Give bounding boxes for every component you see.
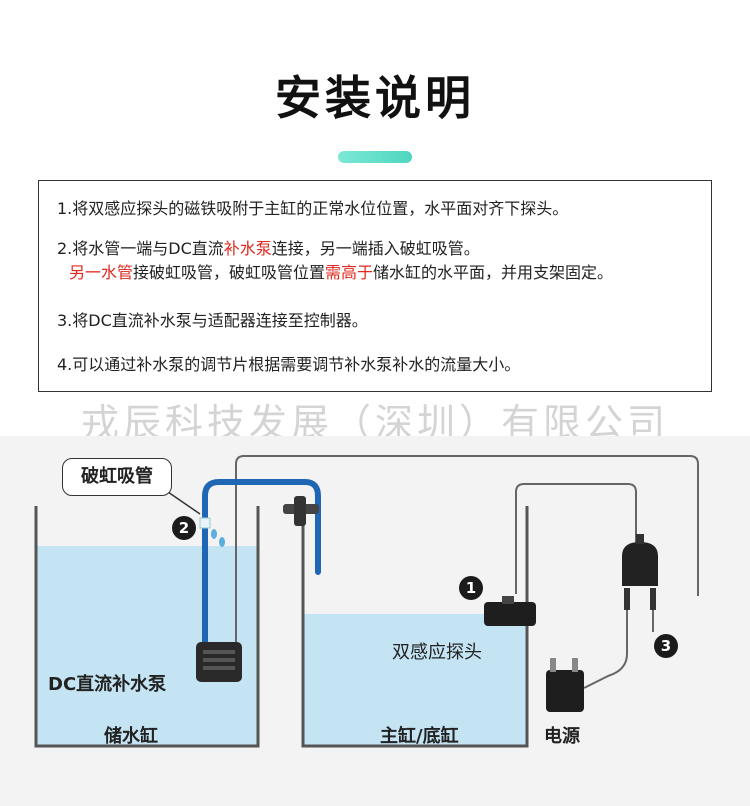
marker-2: 2 — [172, 516, 196, 540]
title-accent-bar — [338, 151, 412, 163]
main-tank-label: 主缸/底缸 — [380, 726, 459, 747]
adapter-cable — [583, 610, 628, 689]
marker-1: 1 — [459, 576, 483, 600]
installation-diagram: DC直流补水泵 双感应探头 储水缸 主缸/底缸 电源 2 1 3 — [0, 436, 750, 806]
diagram-svg — [34, 455, 699, 748]
dual-sensor-probe — [484, 602, 536, 626]
pump-label: DC直流补水泵 — [48, 674, 167, 695]
anti-siphon-hole — [199, 517, 211, 529]
water-tube — [202, 479, 321, 649]
reservoir-label: 储水缸 — [104, 726, 158, 747]
sensor-label: 双感应探头 — [392, 642, 482, 663]
instruction-step-2-line-2: 另一水管接破虹吸管，破虹吸管位置需高于储水缸的水平面，并用支架固定。 — [69, 263, 614, 282]
highlight-tube: 另一水管 — [69, 263, 134, 282]
highlight-higher: 需高于 — [325, 263, 374, 282]
main-tank-water — [303, 614, 527, 746]
controller — [622, 542, 658, 586]
tube-bracket-clip — [294, 496, 306, 526]
sensor-cable — [515, 483, 637, 594]
marker-3: 3 — [654, 634, 678, 658]
water-drop — [211, 529, 217, 539]
instruction-step-2-line-1: 2.将水管一端与DC直流补水泵连接，另一端插入破虹吸管。 — [57, 239, 480, 258]
water-drop — [219, 537, 225, 547]
instruction-step-3: 3.将DC直流补水泵与适配器连接至控制器。 — [57, 311, 368, 330]
instruction-step-1: 1.将双感应探头的磁铁吸附于主缸的正常水位位置，水平面对齐下探头。 — [57, 199, 569, 218]
highlight-pump: 补水泵 — [223, 239, 272, 258]
instruction-step-4: 4.可以通过补水泵的调节片根据需要调节补水泵补水的流量大小。 — [57, 355, 521, 374]
instructions-box: 1.将双感应探头的磁铁吸附于主缸的正常水位位置，水平面对齐下探头。 2.将水管一… — [38, 180, 712, 392]
power-label: 电源 — [544, 726, 580, 747]
reservoir-tank — [34, 506, 260, 748]
power-adapter — [546, 670, 584, 712]
page-title: 安装说明 — [275, 71, 475, 125]
anti-siphon-callout: 破虹吸管 — [62, 458, 172, 496]
power-cable-loop — [235, 455, 699, 662]
callout-pointer — [167, 491, 201, 515]
